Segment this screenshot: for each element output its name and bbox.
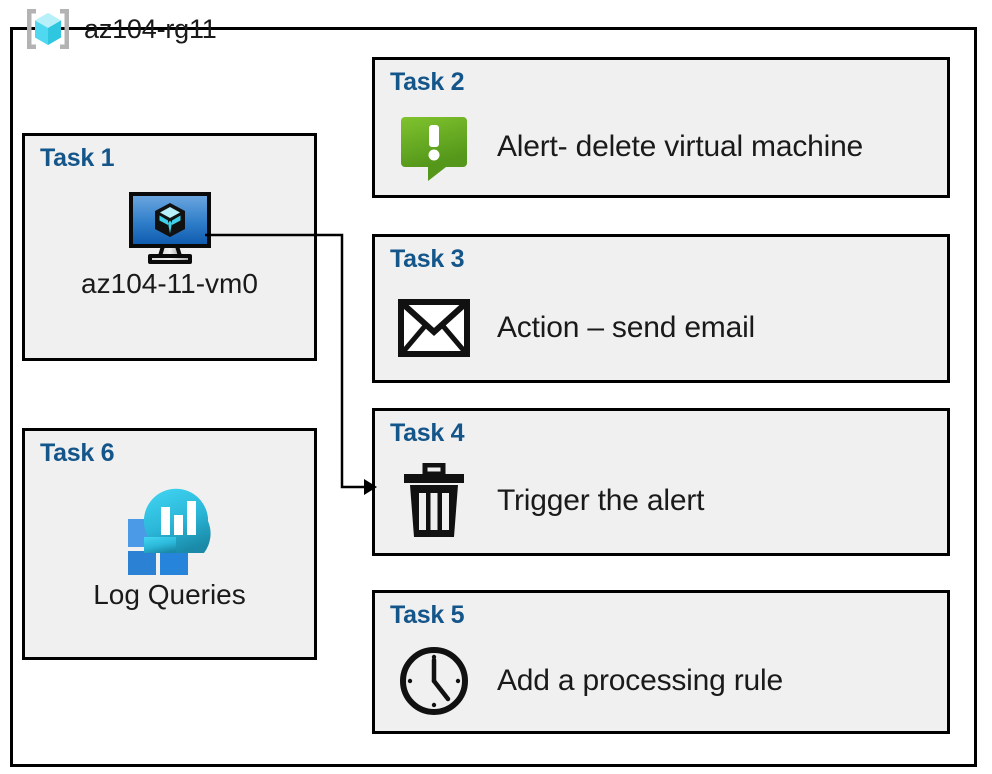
- card-task1-label: Task 1: [40, 144, 115, 172]
- resource-group-cube-icon: [22, 6, 74, 52]
- envelope-icon: [397, 298, 471, 357]
- card-task5-text: Add a processing rule: [497, 664, 783, 697]
- card-task6-text: Log Queries: [93, 579, 246, 610]
- alert-speech-bubble-icon: [397, 111, 471, 183]
- card-task6[interactable]: Task 6: [22, 428, 317, 660]
- trash-can-icon: [397, 463, 471, 539]
- card-task4[interactable]: Task 4 Trigger the alert: [372, 408, 950, 556]
- card-task1-text: az104-11-vm0: [81, 268, 258, 299]
- card-task5[interactable]: Task 5 Add a processing rule: [372, 590, 950, 734]
- card-task3-text: Action – send email: [497, 310, 756, 344]
- clock-icon: [397, 644, 471, 718]
- frame-title-gap: [35, 44, 297, 72]
- card-task5-label: Task 5: [390, 601, 465, 629]
- virtual-machine-icon: [25, 192, 314, 264]
- card-task2[interactable]: Task 2 Alert- delete virtual machin: [372, 57, 950, 198]
- card-task1[interactable]: Task 1: [22, 133, 317, 361]
- card-task2-label: Task 2: [390, 68, 465, 96]
- resource-group-name: az104-rg11: [84, 13, 217, 44]
- resource-group-header: az104-rg11: [22, 5, 217, 53]
- card-task3-label: Task 3: [390, 245, 465, 273]
- resource-group-frame: [10, 27, 977, 767]
- log-analytics-icon: [25, 481, 314, 575]
- card-task4-text: Trigger the alert: [497, 484, 705, 517]
- card-task3[interactable]: Task 3 Action – send email: [372, 234, 950, 383]
- card-task2-text: Alert- delete virtual machine: [497, 129, 864, 163]
- card-task6-label: Task 6: [40, 439, 115, 467]
- card-task4-label: Task 4: [390, 419, 465, 447]
